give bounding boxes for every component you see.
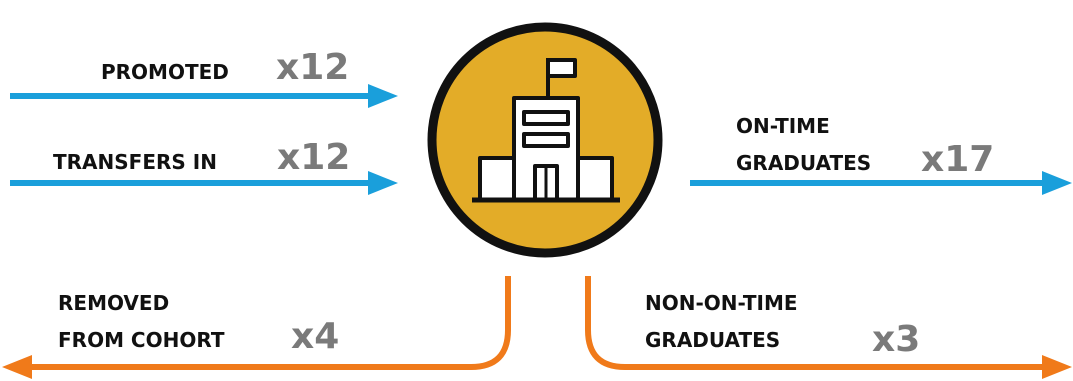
non-on-time-graduates-label-line2: GRADUATES [645, 328, 781, 352]
school-node [427, 22, 663, 258]
removed-count: x4 [291, 316, 340, 357]
non-on-time-graduates-arrow [585, 276, 1072, 379]
transfers-in-label: TRANSFERS IN [53, 150, 217, 174]
non-on-time-graduates-count: x3 [872, 319, 921, 360]
on-time-graduates-label-line1: ON-TIME [736, 114, 830, 138]
removed-label-line2: FROM COHORT [58, 328, 225, 352]
transfers-in-arrow [10, 171, 398, 195]
non-on-time-graduates-label-line1: NON-ON-TIME [645, 291, 798, 315]
school-building-icon [472, 58, 620, 203]
promoted-arrow [10, 84, 398, 108]
on-time-graduates-count: x17 [921, 139, 995, 180]
transfers-in-count: x12 [277, 137, 351, 178]
removed-arrow [2, 276, 511, 379]
on-time-graduates-label-line2: GRADUATES [736, 151, 872, 175]
promoted-count: x12 [276, 47, 350, 88]
promoted-label: PROMOTED [101, 60, 229, 84]
on-time-graduates-arrow [690, 171, 1072, 195]
removed-label-line1: REMOVED [58, 291, 170, 315]
